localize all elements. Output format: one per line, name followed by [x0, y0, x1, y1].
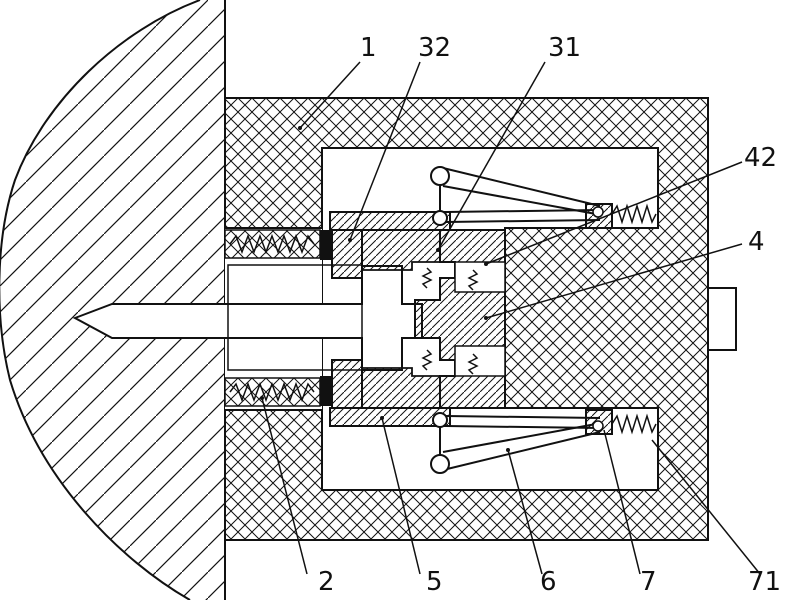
label-42: 42 — [744, 143, 777, 173]
label-4: 4 — [748, 227, 765, 257]
label-71: 71 — [748, 567, 781, 597]
end-nub — [707, 287, 737, 351]
label-32: 32 — [418, 33, 451, 63]
leader-lines — [260, 61, 761, 575]
label-7: 7 — [640, 567, 657, 597]
label-2: 2 — [318, 567, 335, 597]
spring-2 — [224, 229, 332, 407]
latch-block-7 — [585, 203, 657, 435]
label-6: 6 — [540, 567, 557, 597]
piston-4 — [414, 229, 506, 409]
linkage-6 — [430, 166, 601, 474]
inner-cup — [361, 229, 441, 409]
label-31: 31 — [548, 33, 581, 63]
label-1: 1 — [360, 33, 377, 63]
label-5: 5 — [426, 567, 443, 597]
wall-section — [0, 0, 226, 600]
